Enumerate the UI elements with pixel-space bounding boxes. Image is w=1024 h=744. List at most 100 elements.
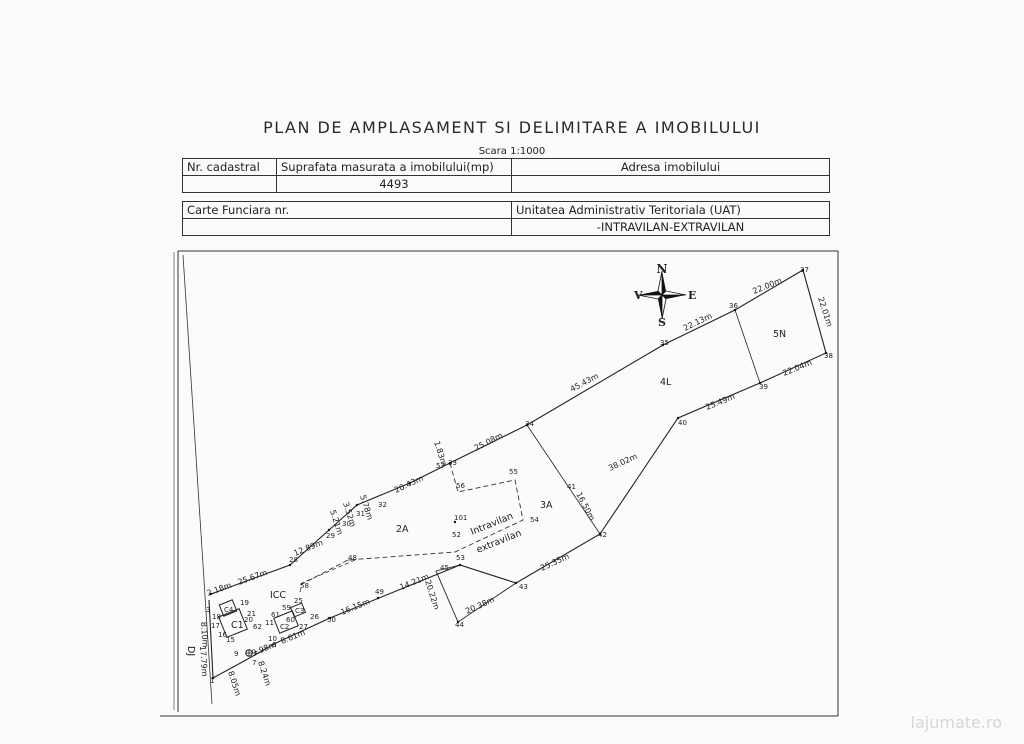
label-c4: C4	[224, 606, 234, 614]
buildings	[218, 599, 307, 638]
point-9: 9	[234, 650, 238, 658]
zone-5n: 5N	[773, 329, 786, 340]
point-53: 53	[456, 554, 465, 562]
point-17: 17	[211, 622, 220, 630]
area-header: Suprafata masurata a imobilului(mp)	[276, 158, 512, 176]
point-32: 32	[378, 501, 387, 509]
point-34: 34	[525, 420, 534, 428]
point-labels: 1 3 6 7 9 10 11 15 16 17 18 19 20 21 25 …	[206, 266, 833, 685]
point-28: 28	[289, 556, 298, 564]
compass-east: E	[688, 289, 696, 302]
point-50: 50	[327, 616, 336, 624]
point-56: 56	[456, 482, 465, 490]
point-57: 57	[436, 462, 445, 470]
point-6: 6	[272, 641, 277, 649]
label-c2: C2	[280, 623, 289, 631]
zone-icc: ICC	[270, 590, 286, 601]
dim-1-road: 8.05m	[226, 670, 243, 697]
point-26: 26	[310, 613, 319, 621]
point-38: 38	[824, 352, 833, 360]
point-10: 10	[268, 635, 277, 643]
point-15: 15	[226, 636, 235, 644]
dim-57-33: 1.83m	[432, 440, 449, 467]
road-dj-label: DJ	[185, 646, 196, 656]
point-60: 60	[286, 616, 295, 624]
point-27: 27	[299, 623, 308, 631]
point-29: 29	[326, 532, 335, 540]
area-value: 4493	[276, 175, 512, 193]
dim-35-36: 22.13m	[682, 311, 714, 333]
point-41: 41	[567, 483, 576, 491]
point-44: 44	[455, 621, 464, 629]
point-43: 43	[519, 583, 528, 591]
zone-4l: 4L	[660, 377, 672, 388]
address-cell	[511, 175, 830, 193]
dim-7-6: 9.98m	[250, 640, 277, 658]
dim-42-43: 25.35m	[539, 552, 571, 573]
point-30: 30	[342, 520, 351, 528]
dim-49-50: 16.15m	[339, 597, 371, 617]
dim-43-44: 20.38m	[464, 595, 496, 616]
point-11: 11	[265, 619, 274, 627]
scale-label: Scara 1:1000	[478, 146, 546, 157]
dim-41-42: 16.50m	[574, 491, 596, 523]
dim-32-33: 20.43m	[393, 474, 425, 495]
point-16: 16	[218, 631, 227, 639]
point-40: 40	[678, 419, 687, 427]
building-c1	[218, 608, 248, 638]
dim-34-35: 45.43m	[569, 371, 601, 393]
cadastral-number-header: Nr. cadastral	[182, 158, 277, 176]
uat-value: -INTRAVILAN-EXTRAVILAN	[511, 218, 830, 236]
dim-18-1: 17.79m	[198, 646, 209, 677]
point-55: 55	[509, 468, 518, 476]
dim-1-7: 8.24m	[256, 660, 273, 687]
plan-title: PLAN DE AMPLASAMENT SI DELIMITARE A IMOB…	[263, 118, 761, 137]
land-book-table: Carte Funciara nr. Unitatea Administrati…	[182, 201, 830, 236]
label-c1: C1	[231, 620, 244, 631]
point-18: 18	[212, 613, 221, 621]
zone-2a: 2A	[396, 524, 409, 535]
point-54: 54	[530, 516, 539, 524]
dim-19-28: 25.67m	[237, 568, 269, 587]
dim-28-29: 12.89m	[292, 538, 324, 558]
point-19: 19	[240, 599, 249, 607]
dim-33-34: 25.08m	[473, 431, 505, 453]
dim-44-45: 20.22m	[423, 579, 441, 611]
point-36: 36	[729, 302, 738, 310]
point-59: 59	[282, 604, 291, 612]
point-45: 45	[440, 564, 449, 572]
building-c4	[218, 599, 238, 617]
point-21: 21	[247, 610, 256, 618]
dim-37-38: 22.01m	[816, 296, 834, 328]
compass-rose-icon	[637, 270, 687, 320]
building-limit-line	[299, 559, 356, 593]
dim-38-39: 22.04m	[781, 358, 813, 378]
zone-3a: 3A	[540, 500, 553, 511]
dim-39-40: 25.49m	[704, 392, 736, 412]
road-edge-line	[182, 254, 213, 705]
compass-south: S	[658, 316, 666, 329]
label-c3: C3	[295, 607, 304, 615]
point-101: 101	[454, 514, 467, 522]
dim-40-41: 38.02m	[607, 452, 639, 473]
point-35: 35	[660, 339, 669, 347]
point-25: 25	[294, 597, 303, 605]
point-1: 1	[210, 677, 214, 685]
building-c3	[289, 602, 307, 618]
intravilan-limit-line	[299, 462, 524, 586]
dim-3-19: 2.18m	[206, 581, 233, 598]
cadastral-table: Nr. cadastral Suprafata masurata a imobi…	[182, 158, 830, 193]
compass-north: N	[657, 262, 668, 276]
well-label: F	[254, 650, 258, 658]
compass-west: V	[633, 289, 643, 302]
point-39: 39	[759, 383, 768, 391]
point-20: 20	[244, 616, 253, 624]
building-c2	[273, 610, 299, 634]
point-33: 33	[448, 459, 457, 467]
dim-36-37: 22.00m	[751, 276, 783, 296]
drawing-frame	[160, 250, 839, 717]
watermark-logo: lajumate.ro	[910, 713, 1002, 732]
point-31: 31	[356, 510, 365, 518]
point-42: 42	[598, 531, 607, 539]
